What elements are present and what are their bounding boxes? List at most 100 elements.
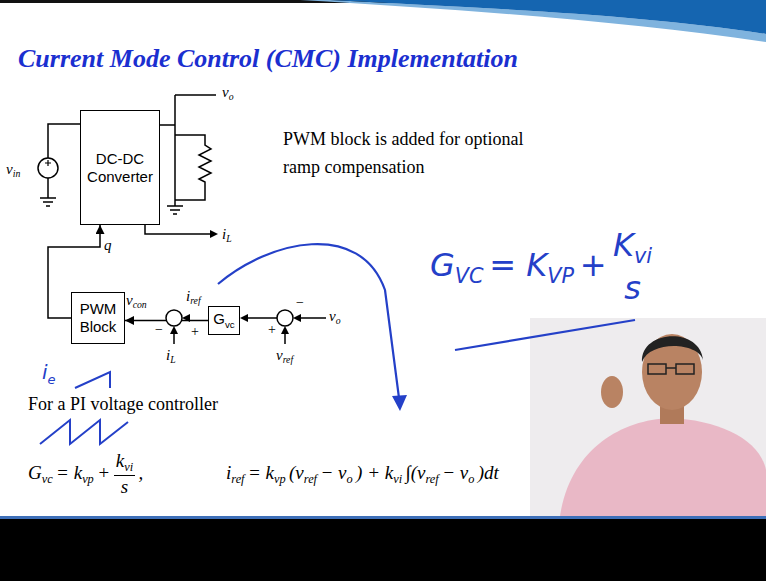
text-line: q bbox=[104, 236, 112, 254]
handwritten-ramp bbox=[75, 372, 110, 388]
subscript: vi bbox=[634, 244, 652, 268]
signal-wire bbox=[246, 318, 326, 344]
text-line: + bbox=[191, 324, 199, 341]
signal-label: s bbox=[121, 476, 128, 497]
summing-junction bbox=[166, 310, 182, 326]
voltage-source bbox=[38, 158, 58, 178]
signal-label: v bbox=[6, 161, 13, 177]
pwm-box: PWM Block bbox=[71, 292, 125, 344]
subscript: con bbox=[133, 299, 147, 310]
signal-label: v bbox=[276, 347, 283, 363]
text-line: PWM block is added for optional ramp com… bbox=[283, 126, 533, 182]
handwritten-sawtooth bbox=[40, 420, 128, 444]
subscript: o bbox=[346, 472, 352, 486]
signal-label: , bbox=[139, 462, 144, 483]
subscript: in bbox=[13, 168, 21, 179]
converter-box: DC-DC Converter bbox=[80, 110, 160, 225]
speaker-head bbox=[642, 334, 702, 410]
text-line: Gvc= kvp+kvis, bbox=[28, 450, 143, 499]
subscript: e bbox=[48, 372, 56, 387]
signal-label: ) + k bbox=[356, 462, 393, 483]
signal-label: For a PI voltage controller bbox=[28, 394, 218, 414]
subscript: ref bbox=[190, 295, 200, 306]
node-label: vc bbox=[225, 319, 235, 330]
subscript: vi bbox=[124, 460, 133, 474]
subscript: o bbox=[229, 91, 234, 102]
fraction: kvis bbox=[114, 450, 135, 499]
numerator: Kvi bbox=[613, 226, 652, 269]
signal-label: + bbox=[191, 324, 199, 339]
arrow-head bbox=[281, 326, 289, 334]
text-line: vo bbox=[329, 307, 341, 327]
signal-label: = k bbox=[248, 462, 274, 483]
denominator: s bbox=[624, 269, 641, 307]
arrow-head bbox=[392, 395, 407, 411]
bottom-rule bbox=[0, 516, 766, 519]
signal-label: K bbox=[613, 226, 634, 264]
arrow-head bbox=[210, 230, 218, 238]
text-line: For a PI voltage controller bbox=[28, 394, 218, 416]
text-line: iL bbox=[222, 225, 232, 245]
subscript: L bbox=[170, 354, 175, 365]
banner bbox=[330, 0, 766, 34]
node-label: DC-DC Converter bbox=[85, 150, 155, 186]
arrow-head bbox=[170, 326, 178, 334]
plus-mark bbox=[45, 160, 51, 166]
subscript: ref bbox=[283, 354, 293, 365]
text-line: iL bbox=[166, 346, 176, 366]
speaker-glasses bbox=[648, 364, 694, 374]
speaker-hair bbox=[642, 336, 703, 362]
signal-label: i bbox=[222, 226, 226, 242]
signal-label: − v bbox=[320, 462, 346, 483]
resistor-symbol bbox=[175, 135, 211, 200]
signal-label: i bbox=[226, 462, 231, 483]
fraction: Kvis bbox=[613, 226, 652, 308]
banner-swoosh bbox=[300, 0, 766, 42]
text-line: iref bbox=[186, 287, 201, 307]
speaker-shirt bbox=[560, 418, 766, 516]
denominator: s bbox=[121, 476, 128, 499]
current-wire bbox=[145, 225, 212, 234]
signal-label: − v bbox=[442, 462, 468, 483]
signal-label: G bbox=[28, 462, 42, 483]
subscript: vi bbox=[393, 472, 402, 486]
text-line: vref bbox=[276, 346, 293, 366]
node-label: PWM Block bbox=[76, 300, 120, 336]
signal-label: = K bbox=[489, 246, 547, 284]
source-wire bbox=[40, 124, 80, 206]
text-line: + bbox=[268, 322, 276, 339]
node-text-holder: Gvc bbox=[213, 310, 234, 330]
controller-box: Gvc bbox=[208, 306, 240, 335]
slide-title: Current Mode Control (CMC) Implementatio… bbox=[18, 44, 518, 74]
signal-label: v bbox=[329, 308, 336, 324]
output-wire bbox=[157, 95, 216, 214]
numerator: kvi bbox=[114, 450, 135, 476]
subscript: vp bbox=[82, 472, 94, 486]
text-line: vcon bbox=[126, 291, 147, 311]
subscript: o bbox=[468, 472, 474, 486]
signal-label: (v bbox=[289, 462, 304, 483]
signal-label: − bbox=[155, 322, 163, 337]
speaker-hand bbox=[601, 376, 623, 408]
signal-label: ∫(v bbox=[405, 462, 425, 483]
node-text-holder: PWM Block bbox=[76, 300, 120, 336]
signal-label: − bbox=[296, 295, 304, 310]
signal-label: )dt bbox=[478, 462, 499, 483]
subscript: vc bbox=[42, 472, 53, 486]
signal-label: PWM block is added for optional ramp com… bbox=[283, 129, 523, 177]
handwritten-note: ie bbox=[42, 360, 56, 387]
text-line: iref= kvp(vref− vo) + kvi∫(vref− vo)dt bbox=[226, 462, 499, 487]
signal-label: v bbox=[222, 84, 229, 100]
handwritten-note: GVC= KVP+Kvis bbox=[430, 226, 652, 308]
arrow-head bbox=[293, 314, 301, 322]
subscript: ref bbox=[231, 472, 244, 486]
subscript: ref bbox=[304, 472, 317, 486]
node-label: G bbox=[213, 310, 225, 327]
subscript: VC bbox=[455, 264, 484, 288]
signal-label: + bbox=[580, 246, 607, 284]
text-line: vin bbox=[6, 160, 20, 180]
signal-label: v bbox=[126, 292, 133, 308]
subscript: o bbox=[336, 315, 341, 326]
